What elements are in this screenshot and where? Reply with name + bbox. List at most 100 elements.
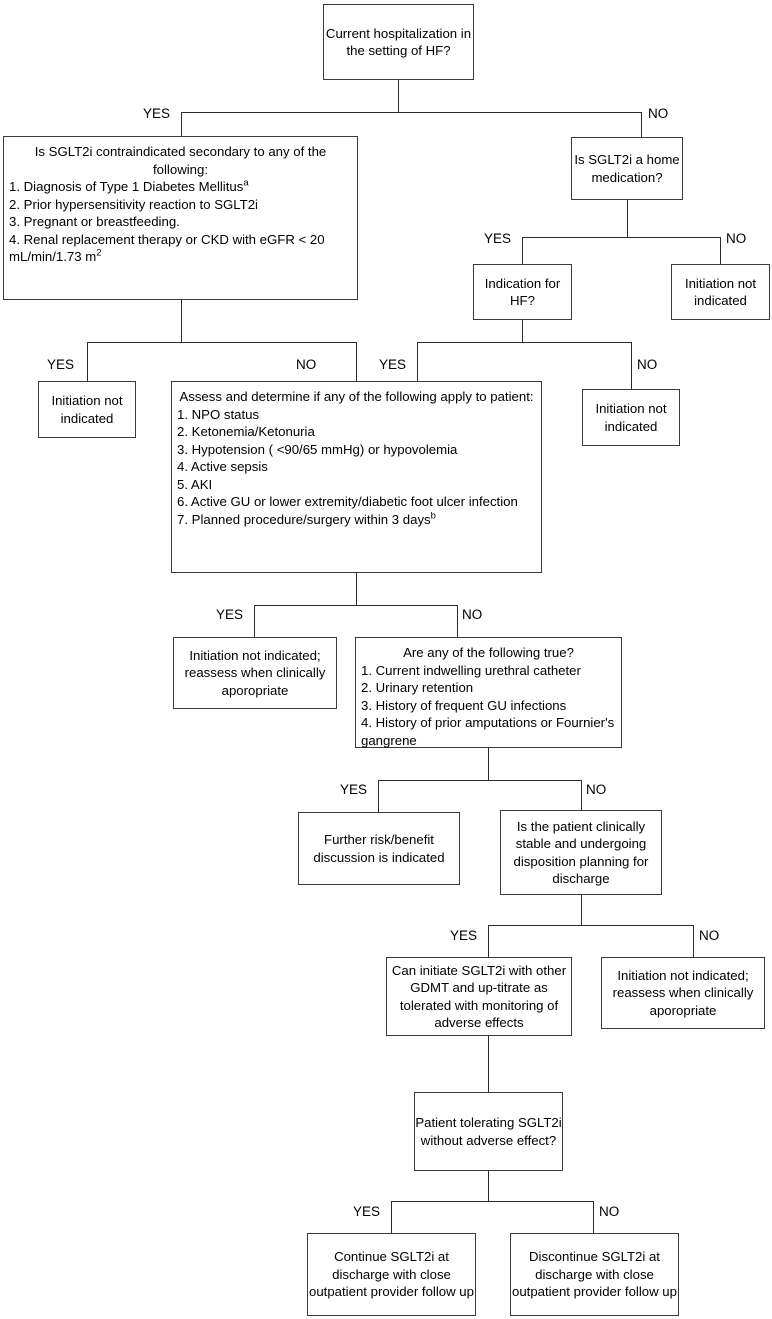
edge-tolerating-down [488,1171,489,1201]
edge-followtrue-no-drop [581,780,582,810]
node-continue-sglt2i[interactable]: Continue SGLT2i at discharge with close … [307,1233,476,1316]
node-following-true-item-3: 3. History of frequent GU infections [361,697,567,713]
node-patient-tolerating-text: Patient tolerating SGLT2i without advers… [415,1115,562,1148]
footnote-marker-a: a [243,177,249,189]
node-indication-for-hf[interactable]: Indication for HF? [473,264,572,320]
node-contraindications-item-2: 2. Prior hypersensitivity reaction to SG… [9,196,258,212]
edge-indication-split-bar [417,342,632,343]
node-initiation-not-indicated-contraindicated-yes-text: Initiation not indicated [51,393,123,426]
node-discontinue-sglt2i-text: Discontinue SGLT2i at discharge with clo… [512,1249,677,1300]
node-initiation-not-indicated-reassess-2[interactable]: Initiation not indicated; reassess when … [601,957,765,1029]
node-initiation-not-indicated-home-med-no-text: Initiation not indicated [684,275,757,309]
node-patient-tolerating[interactable]: Patient tolerating SGLT2i without advers… [414,1092,563,1171]
edge-label-homemed-no: NO [726,231,747,246]
edge-tolerating-no-drop [593,1201,594,1233]
node-contraindications-heading: Is SGLT2i contraindicated secondary to a… [34,144,327,177]
node-continue-sglt2i-text: Continue SGLT2i at discharge with close … [309,1249,474,1300]
node-can-initiate-sglt2i[interactable]: Can initiate SGLT2i with other GDMT and … [386,957,572,1036]
node-following-true-item-1: 1. Current indwelling urethral catheter [361,662,581,678]
edge-indication-yes-drop [417,342,418,381]
edge-tolerating-yes-drop [391,1201,392,1233]
node-assess-item-2: 2. Ketonemia/Ketonuria [177,424,315,439]
node-contraindications-item-4: 4. Renal replacement therapy or CKD with… [9,231,325,265]
edge-label-tolerating-no: NO [599,1204,620,1219]
node-home-medication[interactable]: Is SGLT2i a home medication? [571,137,683,200]
node-contraindications-item-3: 3. Pregnant or breastfeeding. [9,214,180,229]
node-initiation-not-indicated-reassess-1[interactable]: Initiation not indicated; reassess when … [173,637,337,709]
node-discontinue-sglt2i[interactable]: Discontinue SGLT2i at discharge with clo… [510,1233,679,1316]
edge-contraind-split-bar [87,342,357,343]
edge-label-indication-no: NO [637,357,658,372]
node-following-true-item-4: 4. History of prior amputations or Fourn… [361,715,615,748]
node-initiation-not-indicated-no-hf-indication-text: Initiation not indicated [595,401,667,434]
node-assess-item-1: 1. NPO status [177,406,260,422]
node-further-risk-benefit-discussion-text: Further risk/benefit discussion is indic… [313,832,445,865]
node-following-true-item-2: 2. Urinary retention [361,680,474,695]
node-initiation-not-indicated-home-med-no[interactable]: Initiation not indicated [671,264,770,320]
edge-contraind-down [181,300,182,342]
node-current-hospitalization-text: Current hospitalization in the setting o… [325,25,472,59]
edge-root-yes-drop [181,112,182,136]
edge-root-down [398,80,399,112]
node-assess-item-6: 6. Active GU or lower extremity/diabetic… [177,494,518,509]
node-assess-item-5: 5. AKI [177,476,213,492]
edge-contraind-yes-drop [87,342,88,381]
node-initiation-not-indicated-reassess-2-text: Initiation not indicated; reassess when … [612,967,754,1018]
edge-label-tolerating-yes: YES [353,1204,381,1219]
edge-assess-no-drop [457,605,458,637]
node-can-initiate-sglt2i-text: Can initiate SGLT2i with other GDMT and … [391,962,567,1031]
superscript-two: 2 [96,247,102,259]
edge-label-contraind-no: NO [296,357,317,372]
edge-contraind-no-drop [356,342,357,381]
node-further-risk-benefit-discussion[interactable]: Further risk/benefit discussion is indic… [298,812,460,885]
edge-stable-down [581,895,582,925]
edge-tolerating-split-bar [391,1201,594,1202]
edge-followtrue-yes-drop [378,780,379,812]
edge-label-followtrue-yes: YES [340,782,368,797]
edge-label-stable-no: NO [699,928,720,943]
edge-homemed-down [627,200,628,237]
edge-label-indication-yes: YES [379,357,407,372]
edge-assess-down [356,573,357,605]
node-assess-heading: Assess and determine if any of the follo… [179,389,534,404]
edge-stable-no-drop [693,925,694,957]
edge-caninit-down [488,1036,489,1092]
node-assess-item-4: 4. Active sepsis [177,459,268,474]
node-initiation-not-indicated-no-hf-indication[interactable]: Initiation not indicated [582,389,680,446]
edge-label-assess-no: NO [462,607,483,622]
footnote-marker-b: b [430,510,436,522]
edge-label-contraind-yes: YES [47,357,75,372]
edge-label-followtrue-no: NO [586,782,607,797]
node-current-hospitalization[interactable]: Current hospitalization in the setting o… [323,4,474,80]
node-initiation-not-indicated-contraindicated-yes[interactable]: Initiation not indicated [38,381,136,438]
edge-label-root-no: NO [648,106,669,121]
node-initiation-not-indicated-reassess-1-text: Initiation not indicated; reassess when … [184,647,326,698]
node-indication-for-hf-text: Indication for HF? [484,275,561,309]
node-are-any-following-true[interactable]: Are any of the following true? 1. Curren… [355,637,622,748]
edge-root-split-bar [181,112,642,113]
node-contraindications[interactable]: Is SGLT2i contraindicated secondary to a… [3,136,358,300]
node-assess-item-3: 3. Hypotension ( <90/65 mmHg) or hypovol… [177,441,458,457]
node-clinically-stable-disposition[interactable]: Is the patient clinically stable and und… [500,810,662,895]
edge-label-stable-yes: YES [450,928,478,943]
edge-label-homemed-yes: YES [484,231,512,246]
node-following-true-heading: Are any of the following true? [403,645,574,660]
edge-stable-split-bar [488,925,694,926]
edge-homemed-no-drop [720,237,721,264]
edge-homemed-split-bar [522,237,721,238]
edge-stable-yes-drop [488,925,489,957]
edge-indication-down [522,320,523,342]
node-assess-item-7: 7. Planned procedure/surgery within 3 da… [177,510,436,527]
edge-homemed-yes-drop [522,237,523,264]
node-clinically-stable-disposition-text: Is the patient clinically stable and und… [513,818,649,887]
edge-assess-split-bar [254,605,457,606]
edge-assess-yes-drop [254,605,255,637]
edge-label-root-yes: YES [143,106,171,121]
edge-root-no-drop [641,112,642,137]
node-assess-and-determine[interactable]: Assess and determine if any of the follo… [171,381,542,573]
edge-label-assess-yes: YES [216,607,244,622]
edge-indication-no-drop [631,342,632,389]
edge-followtrue-split-bar [378,780,582,781]
edge-followtrue-down [488,748,489,780]
